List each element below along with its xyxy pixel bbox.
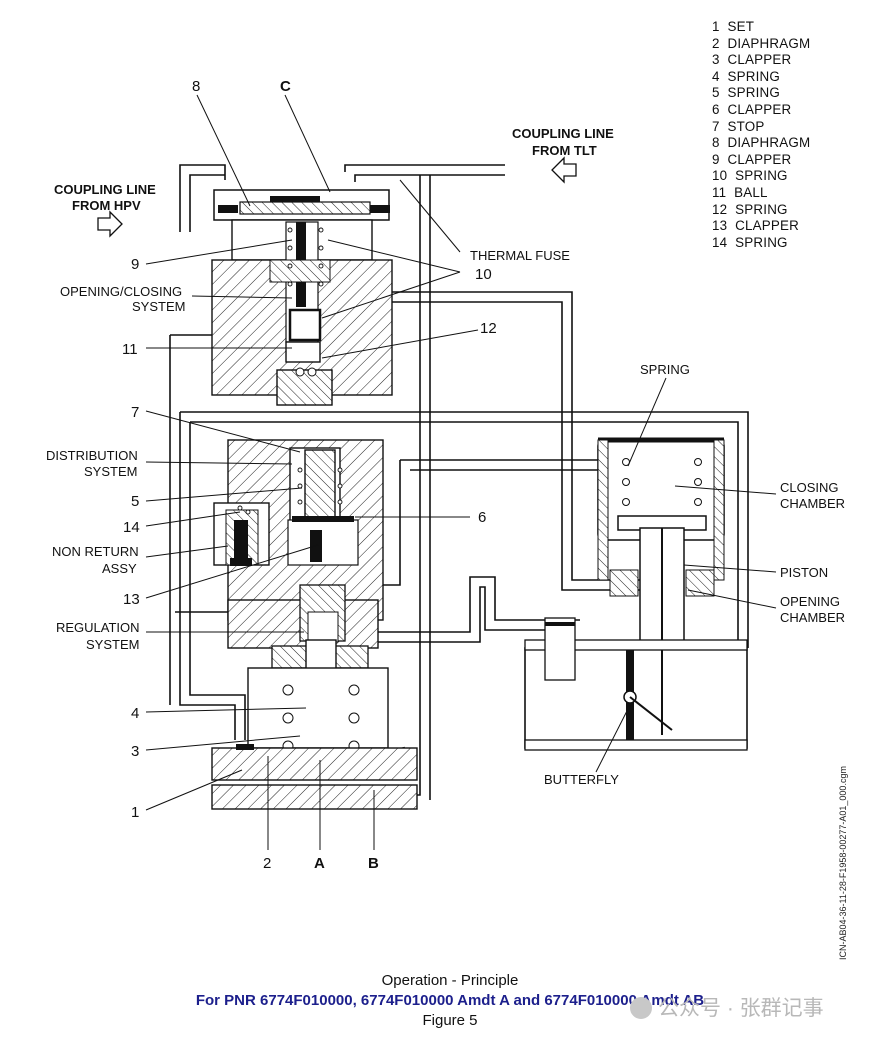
arrow-right-icon xyxy=(97,210,123,238)
callout-3: 3 xyxy=(131,743,139,760)
label-closing-1: CLOSING xyxy=(780,480,839,495)
label-distribution-1: DISTRIBUTION xyxy=(46,448,138,463)
callout-c: C xyxy=(280,78,291,95)
distribution-body xyxy=(213,439,384,621)
legend-item: 8 DIAPHRAGM xyxy=(712,135,811,151)
caption-figure: Figure 5 xyxy=(422,1012,478,1029)
label-opening-closing-2: SYSTEM xyxy=(132,299,185,314)
caption-title: Operation - Principle xyxy=(381,972,519,989)
callout-12: 12 xyxy=(480,320,497,337)
label-butterfly: BUTTERFLY xyxy=(544,772,619,787)
arrow-left-icon xyxy=(551,156,577,184)
callout-a: A xyxy=(314,855,325,872)
label-non-return-1: NON RETURN xyxy=(52,544,139,559)
legend-item: 11 BALL xyxy=(712,185,768,200)
callout-b: B xyxy=(368,855,379,872)
callout-2: 2 xyxy=(263,855,271,872)
callout-11: 11 xyxy=(122,341,138,358)
leader-lines xyxy=(145,94,777,850)
label-piston: PISTON xyxy=(780,565,828,580)
callout-9: 9 xyxy=(131,256,139,273)
label-distribution-2: SYSTEM xyxy=(84,464,137,479)
component-labels: COUPLING LINE FROM HPV COUPLING LINE FRO… xyxy=(46,126,845,787)
callout-13: 13 xyxy=(123,591,140,608)
label-opening-2: CHAMBER xyxy=(780,610,845,625)
callout-5: 5 xyxy=(131,493,139,510)
watermark-text: 公众号 · 张群记事 xyxy=(658,997,824,1020)
label-thermal-fuse: THERMAL FUSE xyxy=(470,248,570,263)
butterfly-duct xyxy=(524,617,748,751)
label-regulation-1: REGULATION xyxy=(56,620,140,635)
legend-item: 14 SPRING xyxy=(712,234,788,250)
label-coupling-tlt-1: COUPLING LINE xyxy=(512,126,614,141)
label-opening-1: OPENING xyxy=(780,594,840,609)
watermark: 公众号 · 张群记事 xyxy=(630,992,824,1022)
legend-item: 10 SPRING xyxy=(712,168,788,184)
label-spring: SPRING xyxy=(640,362,690,377)
label-regulation-2: SYSTEM xyxy=(86,637,139,652)
legend-item: 5 SPRING xyxy=(712,85,781,101)
callout-4: 4 xyxy=(131,705,139,722)
pipework xyxy=(169,164,749,800)
legend-item: 9 CLAPPER xyxy=(712,151,792,167)
pilot-upper-body xyxy=(211,189,393,406)
callout-6: 6 xyxy=(478,509,486,526)
callout-1: 1 xyxy=(131,804,139,821)
legend-item: 7 STOP xyxy=(712,118,765,134)
label-coupling-hpv-1: COUPLING LINE xyxy=(54,182,156,197)
label-coupling-hpv-2: FROM HPV xyxy=(72,198,141,213)
legend-item: 6 CLAPPER xyxy=(712,102,792,117)
callout-8: 8 xyxy=(192,78,200,95)
legend-item: 2 DIAPHRAGM xyxy=(712,35,811,51)
legend-item: 3 CLAPPER xyxy=(712,52,792,68)
callout-text: 8 C 9 10 11 12 7 5 14 6 13 4 3 1 2 A B xyxy=(122,78,497,872)
label-coupling-tlt-2: FROM TLT xyxy=(532,143,597,158)
callout-10: 10 xyxy=(475,266,492,283)
label-closing-2: CHAMBER xyxy=(780,496,845,511)
actuator xyxy=(597,437,725,735)
legend-item: 13 CLAPPER xyxy=(712,218,800,234)
flow-arrows xyxy=(97,156,577,238)
label-opening-closing-1: OPENING/CLOSING xyxy=(60,284,182,299)
wechat-icon xyxy=(630,997,652,1019)
drawing-code: ICN-AB04-36-11-28-F1958-00277-A01_000.cg… xyxy=(838,766,848,960)
callout-14: 14 xyxy=(123,519,140,536)
legend-item: 1 SET xyxy=(712,19,755,34)
caption-applicability: For PNR 6774F010000, 6774F010000 Amdt A … xyxy=(195,992,705,1009)
regulation-body xyxy=(211,584,418,810)
legend-item: 12 SPRING xyxy=(712,201,788,217)
callout-7: 7 xyxy=(131,404,139,421)
legend-item: 4 SPRING xyxy=(712,68,781,84)
label-non-return-2: ASSY xyxy=(102,561,137,576)
